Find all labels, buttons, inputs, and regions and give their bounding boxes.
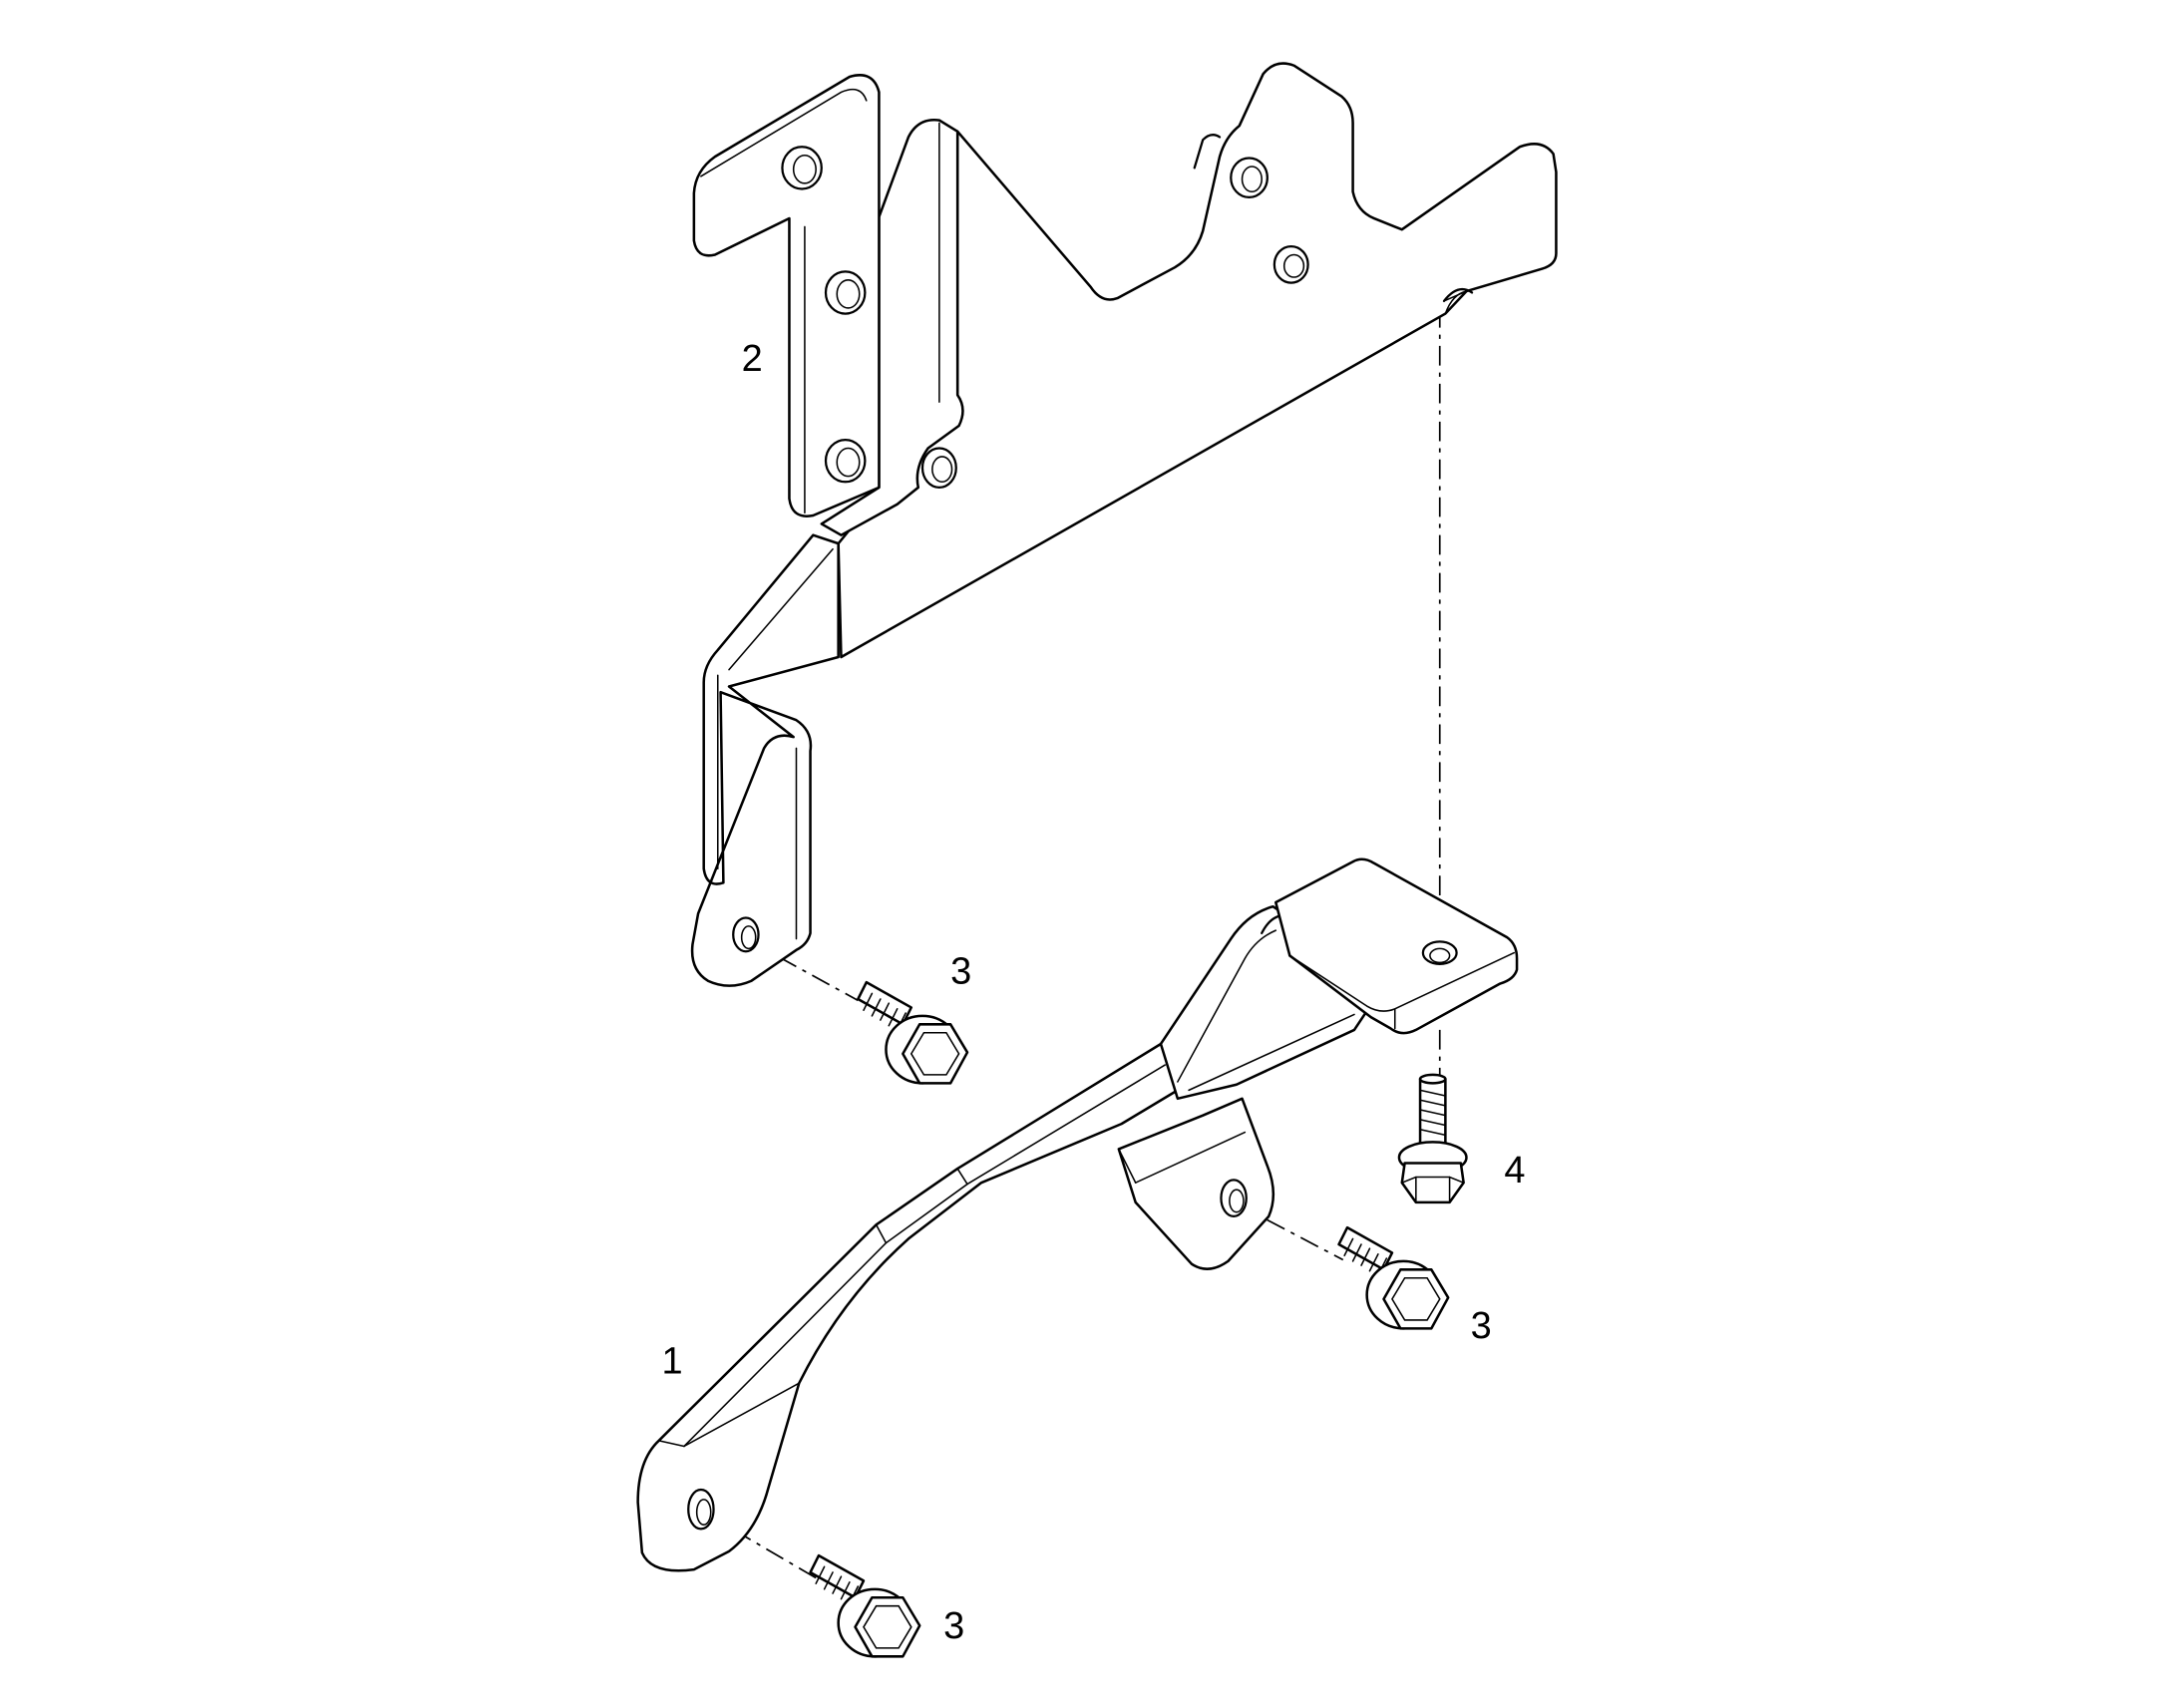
- upper-bracket-stud-bottom: [1442, 287, 1474, 303]
- callout-bolt-lower: 3: [943, 1605, 964, 1647]
- lower-bracket-gusset: [1159, 904, 1370, 1101]
- upper-bracket-left-flange: [692, 74, 881, 517]
- lower-bracket-gusset-edge: [1188, 1013, 1355, 1092]
- bolt-right: [1337, 1225, 1450, 1330]
- callouts: 2 3 4 3 1 3: [662, 338, 1526, 1647]
- callout-bolt-upper: 3: [950, 951, 971, 993]
- leader-lower-bolt: [700, 1510, 817, 1579]
- upper-bracket-bar-edge: [1443, 290, 1468, 302]
- upper-bracket-hole: [1272, 244, 1309, 284]
- upper-bracket-left-leg-edge: [728, 547, 834, 671]
- lower-bracket-hole: [1421, 940, 1458, 965]
- upper-bracket-hole: [824, 438, 867, 484]
- upper-bracket-left-leg: [690, 533, 840, 987]
- lower-bracket-top-flange: [1274, 857, 1519, 1035]
- lower-bracket-arm-bend: [875, 1223, 888, 1244]
- lower-bracket-arm-bend: [956, 1168, 968, 1186]
- callout-bolt-vertical: 4: [1504, 1150, 1525, 1192]
- upper-bracket-main-plate: [837, 62, 1558, 659]
- upper-bracket-hole: [1230, 157, 1269, 199]
- lower-bracket-gusset-edge: [1177, 929, 1277, 1083]
- upper-bracket: [690, 62, 1558, 987]
- upper-bracket-left-flange-top-edge: [700, 88, 868, 177]
- lower-bracket-side-tab-edge: [1134, 1131, 1247, 1184]
- lower-bracket: [636, 857, 1519, 1572]
- upper-bracket-middle-plate: [820, 118, 964, 536]
- bolt-lower: [809, 1553, 921, 1658]
- upper-bracket-left-leg-edge: [728, 656, 840, 688]
- upper-bracket-stud: [1193, 134, 1222, 170]
- upper-bracket-hole: [824, 270, 867, 315]
- leader-right-bolt: [1233, 1201, 1344, 1261]
- lower-bracket-side-tab: [1117, 1097, 1275, 1270]
- bolt-vertical: [1397, 1073, 1468, 1204]
- upper-bracket-hole: [920, 447, 957, 490]
- lower-bracket-slot-hole: [687, 1488, 715, 1531]
- callout-upper-bracket: 2: [742, 338, 763, 380]
- lower-bracket-arm-edge: [683, 1064, 1166, 1448]
- bolt-upper: [857, 980, 969, 1085]
- lower-bracket-slot-hole: [1220, 1179, 1248, 1218]
- lower-bracket-arm-crease: [657, 1440, 685, 1448]
- callout-lower-bracket: 1: [662, 1340, 683, 1382]
- upper-bracket-hole: [781, 146, 823, 190]
- lower-bracket-arm: [636, 1042, 1180, 1572]
- lower-bracket-side-tab-edge: [1118, 1148, 1137, 1184]
- upper-bracket-slot-hole: [732, 916, 760, 953]
- callout-bolt-right: 3: [1471, 1305, 1492, 1347]
- lower-bracket-arm-crease: [683, 1382, 801, 1448]
- leader-lines: [700, 307, 1441, 1579]
